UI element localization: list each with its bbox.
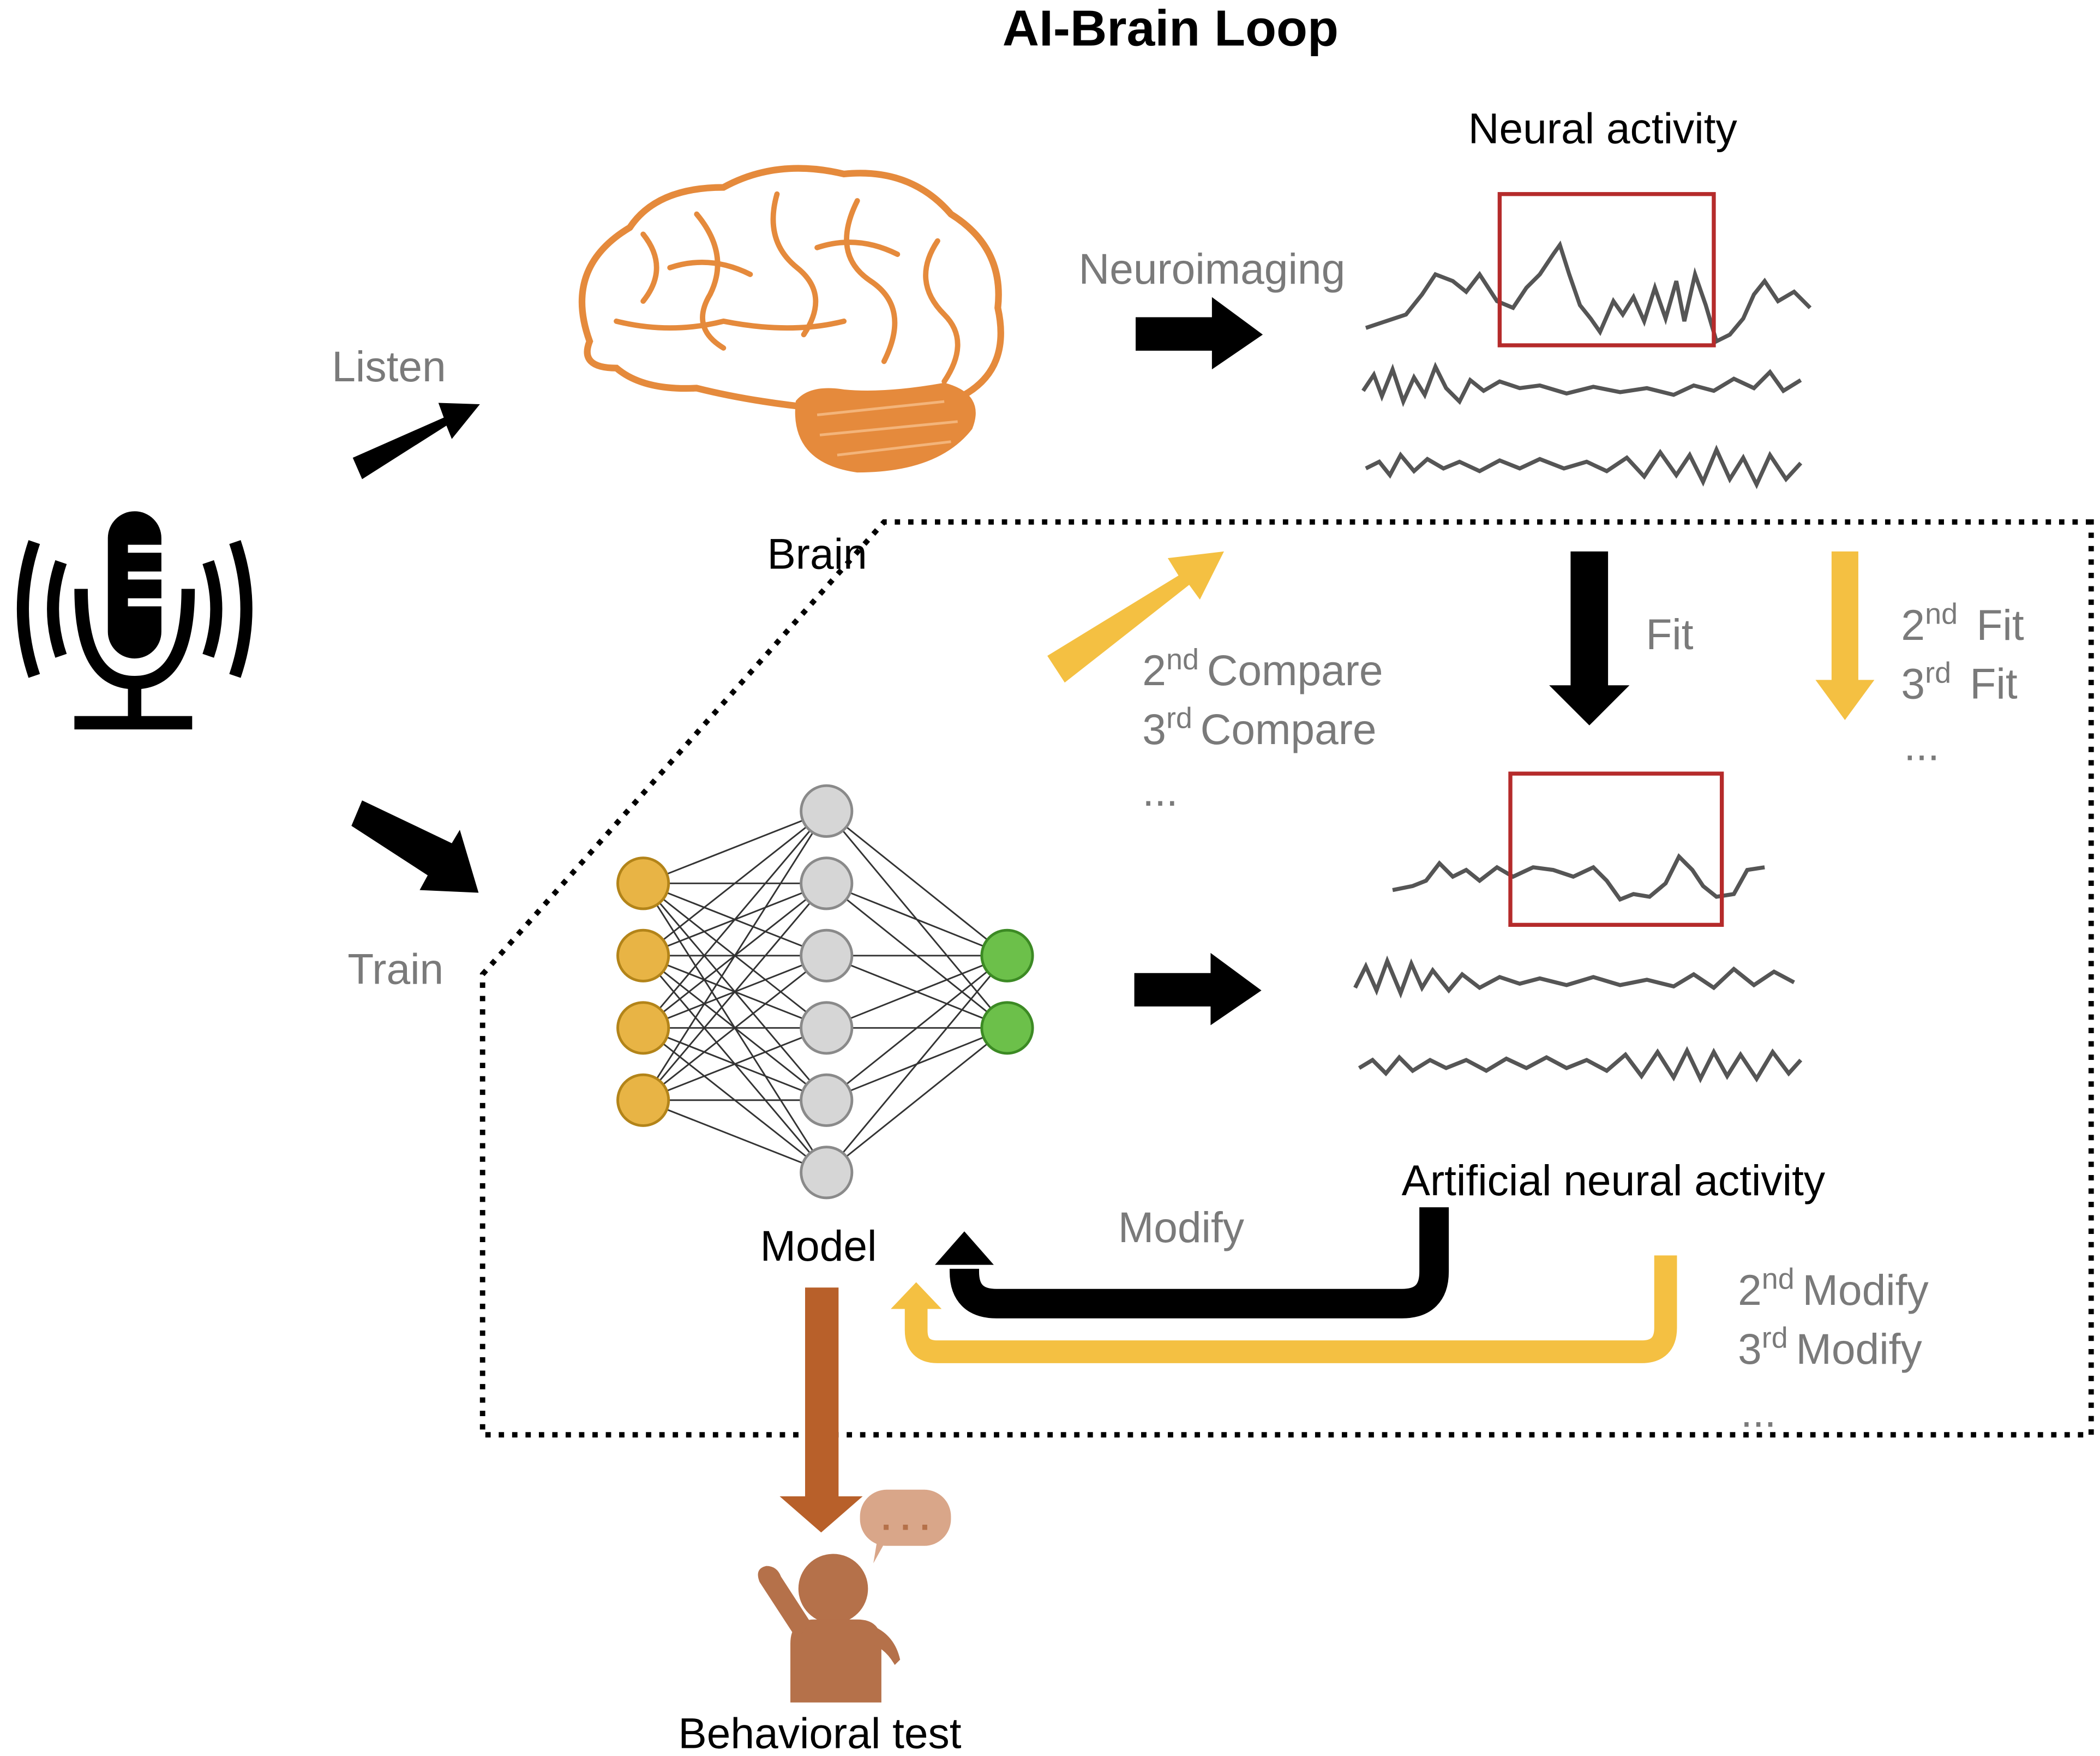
modify-label: Modify	[1118, 1203, 1245, 1251]
network-connection	[642, 811, 827, 1101]
iterated-modify-arrow	[904, 1255, 1677, 1363]
listen-arrow	[352, 403, 480, 480]
network-connection	[826, 1027, 1008, 1173]
behavioral-test-arrow	[779, 1287, 863, 1533]
network-connection	[826, 955, 1008, 1173]
artificial-neural-activity-label: Artificial neural activity	[1402, 1156, 1826, 1204]
network-connection	[826, 882, 1008, 957]
modify-arrow	[949, 1207, 1449, 1319]
brain-icon	[578, 165, 1004, 473]
behavioral-test-label: Behavioral test	[678, 1709, 961, 1756]
model-domain-boundary	[479, 519, 2094, 1438]
model-label: Model	[760, 1222, 877, 1270]
fit-arrow	[1549, 551, 1630, 726]
iterated-fit-arrow	[1815, 551, 1875, 720]
output-node	[980, 928, 1034, 982]
network-connection	[643, 1099, 827, 1173]
network-connection	[643, 883, 827, 1101]
diagram-title: AI-Brain Loop	[1003, 0, 1339, 56]
neuroimaging-label: Neuroimaging	[1079, 245, 1346, 293]
network-connection	[826, 955, 1008, 1029]
network-connection	[826, 955, 1008, 1101]
input-node	[616, 1001, 670, 1055]
fit-label: Fit	[1646, 610, 1693, 658]
neural-activity-highlight-box	[1497, 192, 1716, 347]
input-node	[616, 1073, 670, 1127]
hidden-node	[800, 784, 854, 838]
person-icon	[758, 1554, 901, 1703]
hidden-node	[800, 928, 854, 982]
train-label: Train	[347, 945, 443, 993]
output-node	[980, 1001, 1034, 1055]
neural-network-model	[616, 784, 1034, 1200]
listen-label: Listen	[332, 343, 446, 391]
neuroimaging-arrow	[1136, 297, 1263, 370]
model-output-arrow	[1134, 952, 1262, 1026]
network-connection	[643, 1027, 827, 1101]
fit-ellipsis: ...	[1904, 722, 1939, 770]
modify-ellipsis: ...	[1741, 1388, 1776, 1436]
neural-activity-traces	[1361, 240, 1812, 489]
train-arrow	[351, 800, 479, 893]
network-connection	[643, 810, 827, 884]
network-connection	[643, 810, 827, 956]
artificial-activity-highlight-box	[1508, 771, 1724, 927]
artificial-neural-activity-traces	[1353, 853, 1803, 1083]
hidden-node	[800, 1001, 854, 1055]
network-connection	[826, 810, 1008, 956]
hidden-node	[800, 1146, 854, 1200]
network-connection	[643, 955, 827, 1101]
microphone-icon	[16, 511, 253, 730]
brain-label: Brain	[767, 530, 867, 578]
compare-arrow	[1047, 551, 1224, 683]
speech-bubble-icon: . . .	[860, 1489, 951, 1563]
speech-bubble-text: . . .	[881, 1498, 930, 1537]
input-node	[616, 856, 670, 910]
input-node	[616, 928, 670, 982]
hidden-node	[800, 1073, 854, 1127]
hidden-node	[800, 856, 854, 910]
neural-activity-label: Neural activity	[1468, 105, 1738, 153]
network-connection	[643, 810, 827, 1029]
compare-ellipsis: ...	[1142, 767, 1178, 815]
